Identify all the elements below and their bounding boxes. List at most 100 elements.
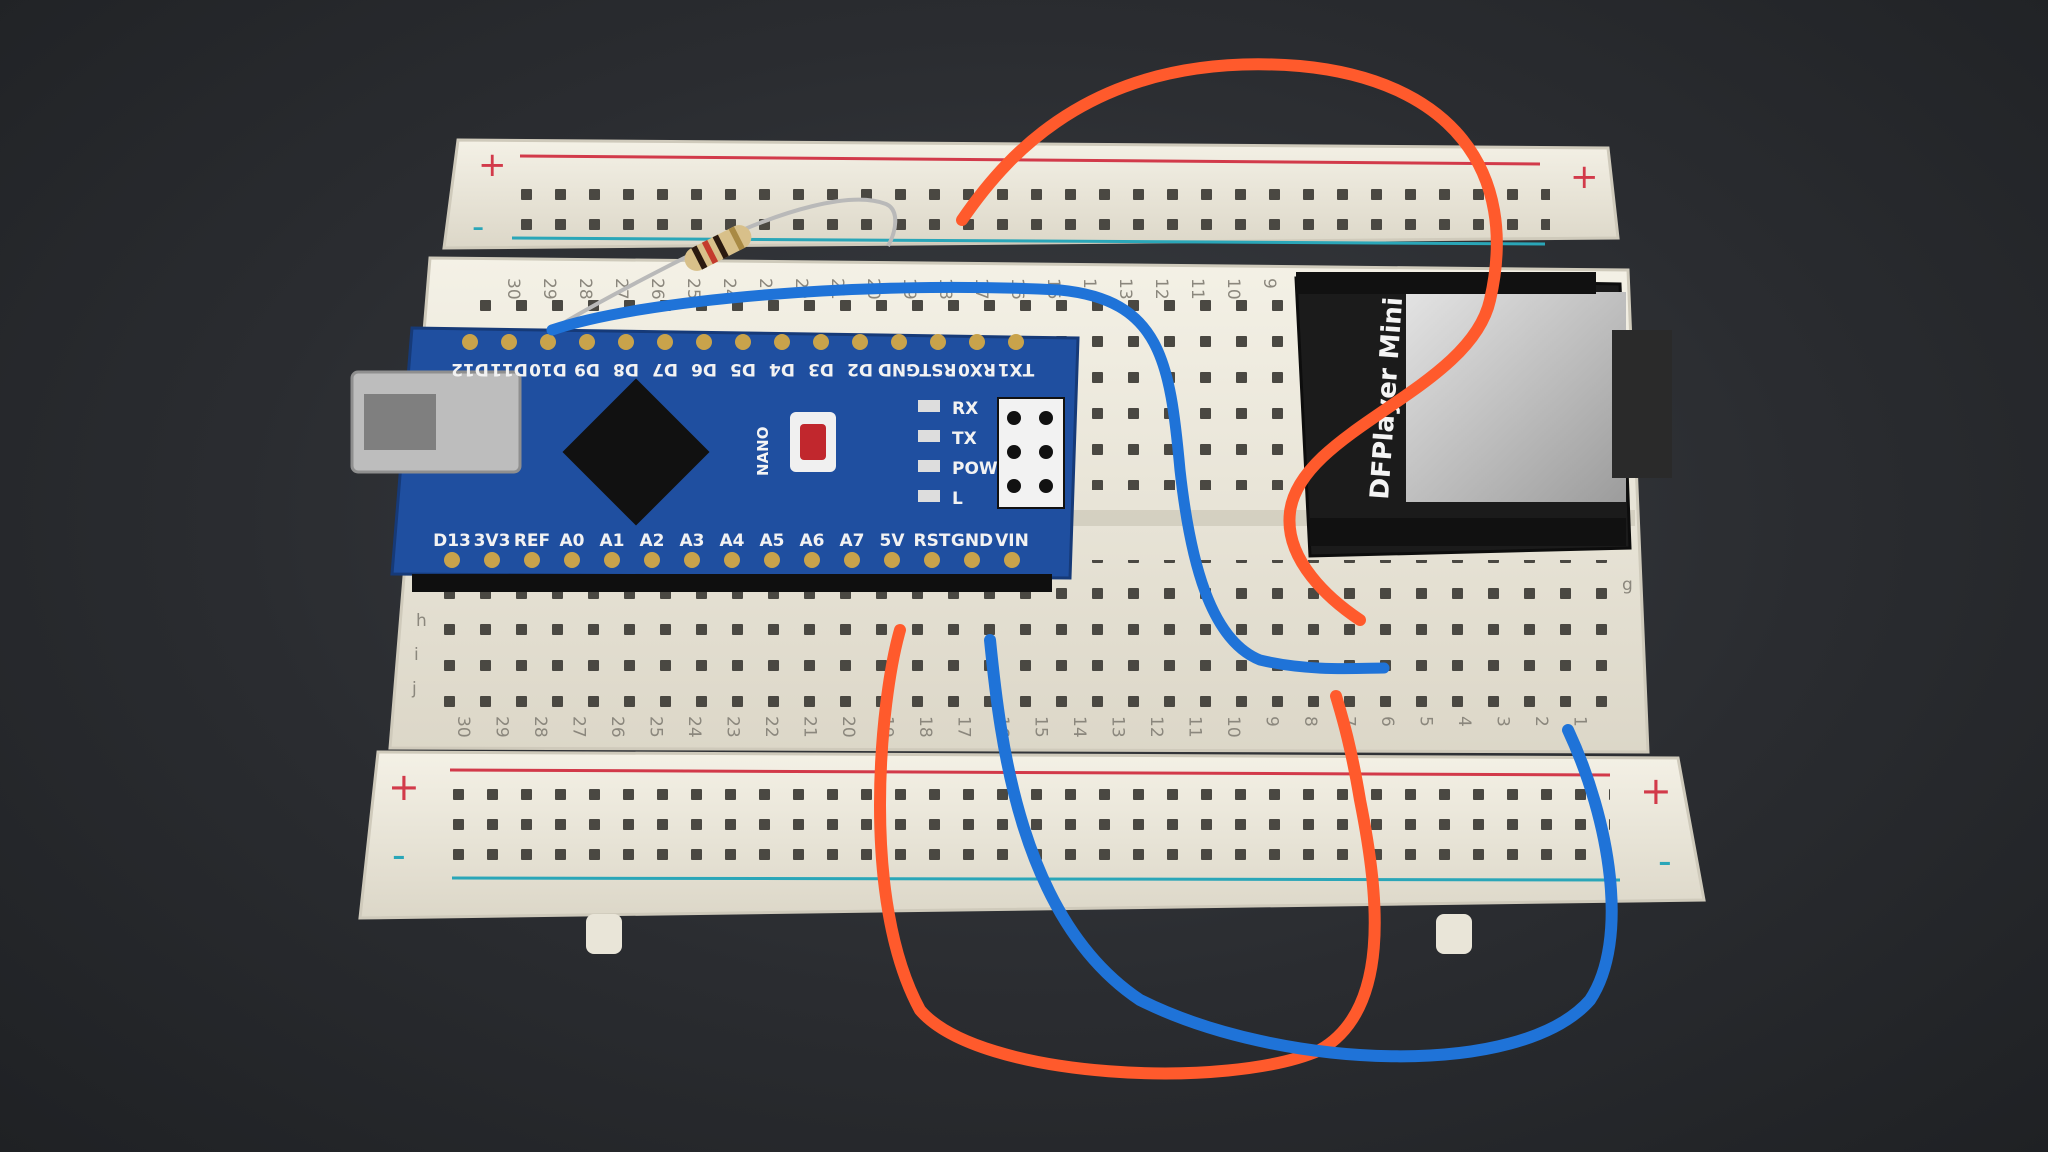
column-number: 25 [646,716,666,738]
column-number: 27 [569,716,589,738]
mount-tab-left [586,914,622,954]
pin-pad [564,552,580,568]
pin-label-tx1: TX1 [998,359,1035,379]
resistor-band-4 [728,226,745,251]
top-rail-holes [520,176,1550,236]
nano-pcb [390,326,1080,580]
column-number: 13 [1115,278,1135,300]
pin-pad [444,552,460,568]
blue-wire-top [546,281,1390,675]
pin-pad [540,334,556,350]
column-number: 10 [1223,716,1243,738]
pin-pad [618,334,634,350]
pin-label-a5: A5 [760,531,785,551]
bottom-plus-sign: + [388,765,420,809]
column-number: 13 [1108,716,1128,738]
bottom-minus-sign: - [392,833,406,877]
column-number: 17 [954,716,974,738]
pin-label-d11: D11 [490,359,528,379]
column-number: 6 [1377,716,1397,727]
row-letter-g: g [1622,575,1633,595]
column-number: 4 [1454,716,1474,727]
pin-label-rst: RST [919,359,956,379]
pin-pad [484,552,500,568]
top-plus-line [519,154,1541,166]
column-number: 18 [915,716,935,738]
column-number: 24 [684,716,704,738]
column-number: 22 [761,716,781,738]
blue-wire-bottom [984,634,1618,1063]
pin-pad [657,334,673,350]
pin-label-a2: A2 [640,531,665,551]
pin-pad [724,552,740,568]
column-number: 20 [838,716,858,738]
reset-button-cap [800,424,826,460]
column-number: 11 [1185,716,1205,738]
pin-label-a1: A1 [600,531,625,551]
pin-pad [804,552,820,568]
column-number: 1 [1570,716,1590,727]
dfplayer-header-top [1296,272,1596,294]
pin-pad [579,334,595,350]
row-letter-j: j [411,679,417,699]
mcu-chip [562,378,710,526]
column-number: 8 [1300,716,1320,727]
pin-label-d2: D2 [847,359,873,379]
pin-label-a3: A3 [680,531,705,551]
pin-pad [930,334,946,350]
column-number: 11 [1187,278,1207,300]
pin-pad [852,334,868,350]
column-number: 12 [1146,716,1166,738]
column-number: 21 [800,716,820,738]
column-number: 29 [492,716,512,738]
column-number: 28 [575,278,595,300]
pin-pad [1004,552,1020,568]
top-minus-sign: - [472,207,484,247]
pin-label-a0: A0 [560,531,585,551]
pin-pad [774,334,790,350]
pin-label-a4: A4 [720,531,745,551]
column-number: 29 [539,278,559,300]
pin-label-a6: A6 [800,531,825,551]
pin-pad [964,552,980,568]
dfplayer-header-bottom [1310,518,1626,546]
top-plus-sign-right: + [1570,157,1599,197]
pin-pad [844,552,860,568]
pin-pad [884,552,900,568]
pin-label-gnd: GND [878,359,920,379]
resistor-band-2 [701,240,719,265]
led-label-rx: RX [952,399,978,419]
nano-leds: RX TX POW L [918,399,998,509]
pin-label-d8: D8 [613,359,639,379]
top-plus-sign: + [478,145,507,185]
column-number: 30 [453,716,473,738]
pin-pad [1008,334,1024,350]
led-label-pow: POW [952,459,998,479]
pin-label-rst: RST [914,531,951,551]
led-label-tx: TX [952,429,977,449]
bottom-minus-line [451,876,1621,882]
pin-pad [891,334,907,350]
bottom-plus-line [449,768,1611,777]
column-number: 2 [1531,716,1551,727]
column-number: 26 [607,716,627,738]
column-number: 9 [1259,278,1279,289]
pin-pad [696,334,712,350]
pin-label-d9: D9 [574,359,600,379]
pin-pad [924,552,940,568]
sd-card-slot [1406,292,1626,502]
column-number: 23 [723,716,743,738]
column-number: 15 [1031,716,1051,738]
column-number: 30 [503,278,523,300]
pin-label-ref: REF [514,531,550,551]
column-number: 14 [1069,716,1089,738]
led-label-l: L [952,489,963,509]
pin-pad [644,552,660,568]
pin-label-d7: D7 [652,359,678,379]
pin-pad [524,552,540,568]
resistor-lead [550,197,898,332]
bottom-plus-sign-right: + [1640,769,1672,813]
